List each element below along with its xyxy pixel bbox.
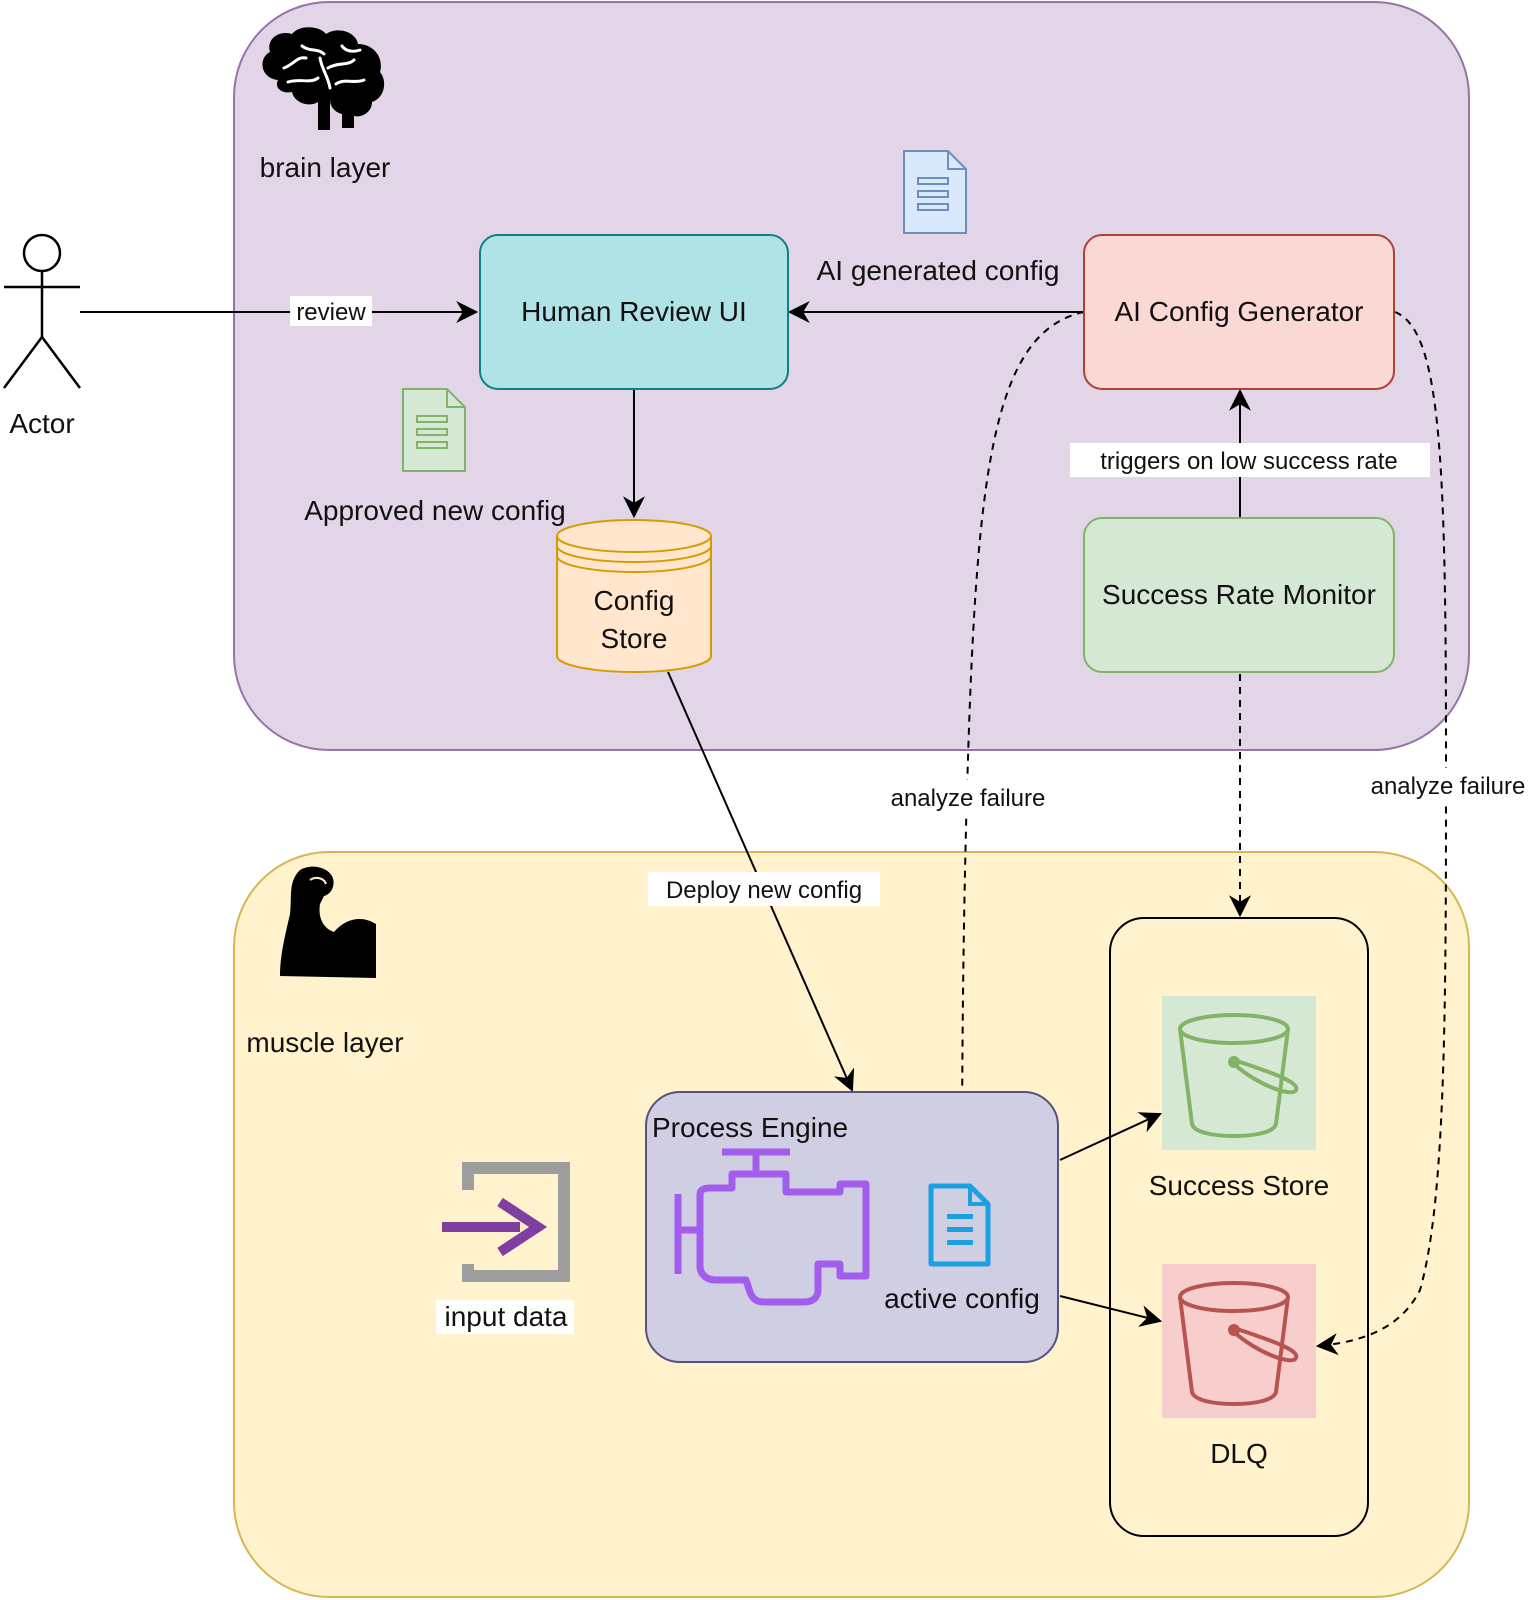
success-rate-monitor-node[interactable]: Success Rate Monitor bbox=[1083, 517, 1395, 673]
config-store-node[interactable]: Config Store bbox=[556, 519, 712, 673]
approved-new-config-annotation: Approved new config bbox=[304, 388, 566, 526]
document-icon bbox=[903, 150, 967, 234]
edge-label-analyze-failure-right: analyze failure bbox=[1371, 773, 1526, 800]
edge-label-analyze-failure-left: analyze failure bbox=[891, 785, 1046, 812]
config-store-label-line1: Config bbox=[594, 585, 675, 616]
engine-icon bbox=[674, 1148, 870, 1306]
process-engine-node[interactable]: Process Engine active config bbox=[645, 1091, 1059, 1363]
actor-label: Actor bbox=[9, 408, 74, 439]
active-config-label: active config bbox=[884, 1283, 1040, 1314]
human-review-ui-node[interactable]: Human Review UI bbox=[479, 234, 789, 390]
brain-icon bbox=[262, 27, 385, 130]
bucket-icon bbox=[1178, 1013, 1299, 1139]
active-config: active config bbox=[884, 1183, 1040, 1314]
edge-label-triggers: triggers on low success rate bbox=[1100, 448, 1397, 475]
edge-deploy: Deploy new config bbox=[648, 671, 880, 1093]
ai-config-generator-node[interactable]: AI Config Generator bbox=[1083, 234, 1395, 390]
input-data-label: input data bbox=[445, 1301, 568, 1332]
flexed-bicep-icon bbox=[280, 866, 376, 978]
ai-generated-config-annotation: AI generated config bbox=[817, 150, 1060, 286]
approved-new-config-label: Approved new config bbox=[304, 495, 566, 526]
document-icon bbox=[402, 388, 466, 472]
edge-label-review: review bbox=[296, 299, 366, 326]
document-icon bbox=[928, 1183, 991, 1267]
config-store-label-line2: Store bbox=[601, 623, 668, 654]
success-rate-monitor-label: Success Rate Monitor bbox=[1102, 579, 1376, 610]
ai-config-generator-label: AI Config Generator bbox=[1114, 296, 1363, 327]
edge-analyze-failure-right: analyze failure bbox=[1315, 311, 1539, 1356]
database-cylinder-icon bbox=[556, 519, 712, 673]
dlq-label: DLQ bbox=[1210, 1438, 1268, 1469]
actor[interactable]: Actor bbox=[2, 233, 82, 439]
edge-triggers: triggers on low success rate bbox=[1070, 388, 1430, 518]
input-data-node[interactable]: input data bbox=[436, 1162, 574, 1334]
storage-group-container bbox=[1109, 917, 1369, 1537]
human-review-ui-label: Human Review UI bbox=[521, 296, 747, 327]
edge-analyze-failure-left: analyze failure bbox=[876, 311, 1085, 1183]
brain-layer-label: brain layer bbox=[260, 152, 391, 183]
stick-figure-icon bbox=[2, 233, 82, 389]
edge-label-deploy: Deploy new config bbox=[666, 877, 862, 904]
success-store-label: Success Store bbox=[1149, 1170, 1330, 1201]
muscle-layer-label: muscle layer bbox=[246, 1027, 403, 1058]
ai-generated-config-label: AI generated config bbox=[817, 255, 1060, 286]
bucket-icon bbox=[1178, 1281, 1299, 1407]
edge-review: review bbox=[80, 296, 479, 326]
input-arrow-icon bbox=[442, 1162, 570, 1282]
dlq-node[interactable]: DLQ bbox=[1162, 1264, 1316, 1469]
process-engine-label: Process Engine bbox=[652, 1112, 848, 1143]
success-store-node[interactable]: Success Store bbox=[1149, 996, 1330, 1201]
